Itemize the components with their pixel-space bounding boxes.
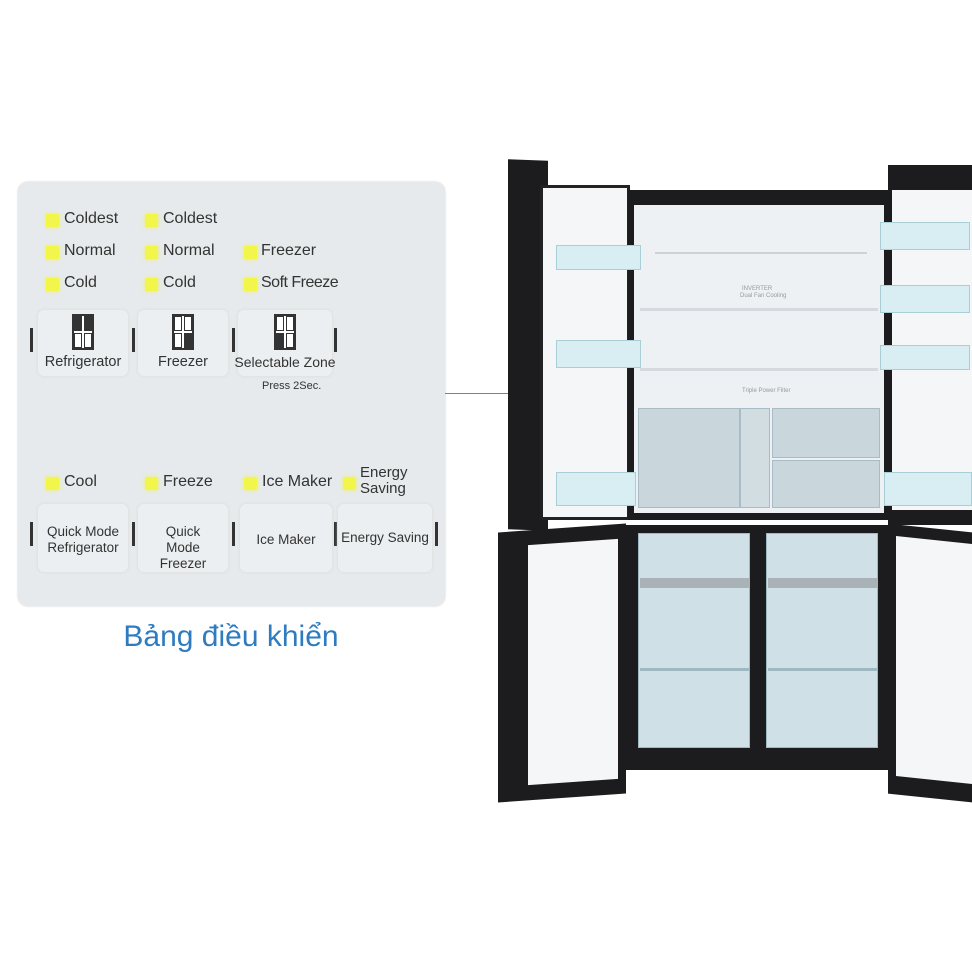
door-bin — [880, 285, 970, 313]
divider — [334, 328, 337, 352]
drawer — [740, 408, 770, 508]
press-hint: Press 2Sec. — [262, 380, 322, 392]
freezer-zone-icon — [172, 314, 194, 350]
vegetable-drawer — [638, 408, 740, 508]
button-label: Refrigerator — [44, 354, 122, 370]
door-bin — [556, 472, 636, 506]
refrigerator-zone-icon — [72, 314, 94, 350]
selectable-zone-icon — [274, 314, 296, 350]
refrigerator-button[interactable]: Refrigerator — [38, 310, 128, 376]
led-indicator — [145, 477, 158, 490]
door-bin — [884, 472, 972, 506]
led-label: Normal — [163, 242, 215, 259]
shelf — [640, 368, 878, 371]
filter-label: Triple Power Filter — [742, 388, 791, 394]
led-label: Coldest — [163, 210, 218, 227]
led-indicator — [46, 278, 59, 291]
led-indicator — [244, 477, 257, 490]
button-label: Freezer — [158, 354, 208, 370]
divider — [232, 328, 235, 352]
led-label: Cool — [64, 473, 97, 490]
inverter-label: INVERTER — [742, 286, 773, 292]
led-label: Energy Saving — [360, 464, 408, 497]
drawer-rail — [768, 578, 878, 588]
led-indicator — [46, 477, 59, 490]
left-freezer-door-inner — [528, 538, 618, 786]
select-drawer — [772, 408, 880, 458]
led-label: Cold — [163, 274, 196, 291]
led-label: Freeze — [163, 473, 213, 490]
ice-maker-button[interactable]: Ice Maker — [240, 504, 332, 572]
led-label: Cold — [64, 274, 97, 291]
selectable-zone-button[interactable]: Selectable Zone — [234, 310, 336, 376]
door-bin — [880, 345, 970, 370]
panel-caption: Bảng điều khiển — [123, 620, 339, 653]
control-panel: Coldest Normal Cold Coldest Normal Cold … — [18, 182, 445, 606]
divider — [435, 522, 438, 546]
led-indicator — [145, 246, 158, 259]
right-freezer-door-inner — [896, 536, 972, 784]
energy-saving-button[interactable]: Energy Saving — [338, 504, 432, 572]
led-label: Freezer — [261, 242, 317, 259]
quick-mode-freezer-button[interactable]: Quick Mode Freezer — [138, 504, 228, 572]
divider — [30, 522, 33, 546]
shelf — [655, 252, 867, 254]
freezer-drawer-left — [638, 533, 750, 748]
divider — [232, 522, 235, 546]
freezer-button[interactable]: Freezer — [138, 310, 228, 376]
led-label: Normal — [64, 242, 116, 259]
drawer-rail — [640, 668, 750, 671]
freezer-drawer-right — [766, 533, 878, 748]
divider — [30, 328, 33, 352]
led-indicator — [244, 246, 257, 259]
drawer-rail — [640, 578, 750, 588]
divider — [132, 522, 135, 546]
led-label: Coldest — [64, 210, 119, 227]
led-label: Ice Maker — [262, 473, 333, 490]
led-indicator — [244, 278, 257, 291]
divider — [334, 522, 337, 546]
button-label: Selectable Zone — [234, 354, 336, 370]
cooling-label: Dual Fan Cooling — [740, 293, 787, 299]
door-bin — [880, 222, 970, 250]
door-bin — [556, 340, 641, 368]
led-indicator — [46, 246, 59, 259]
divider — [132, 328, 135, 352]
led-indicator — [46, 214, 59, 227]
led-indicator — [343, 477, 356, 490]
meat-drawer — [772, 460, 880, 508]
quick-mode-refrigerator-button[interactable]: Quick Mode Refrigerator — [38, 504, 128, 572]
led-indicator — [145, 278, 158, 291]
led-label: Soft Freeze — [261, 274, 339, 291]
drawer-rail — [768, 668, 878, 671]
door-bin — [556, 245, 641, 270]
shelf — [640, 308, 878, 311]
led-indicator — [145, 214, 158, 227]
